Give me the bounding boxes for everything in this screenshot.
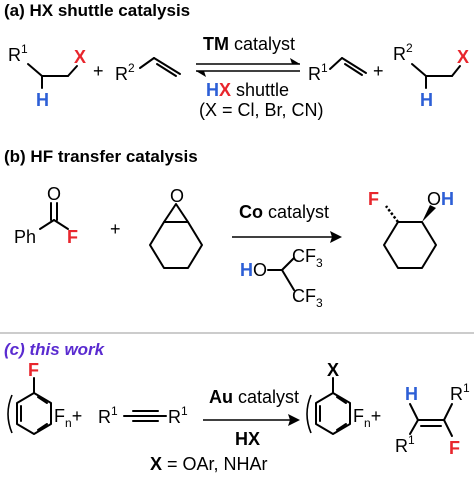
fluorocyclohexanol-product: F OH xyxy=(368,189,454,269)
au-catalyst-label: Au catalyst xyxy=(209,387,299,407)
c-cf3-top-bond xyxy=(281,257,295,271)
alkyne-reactant: R1 R1 xyxy=(98,404,188,427)
alkene-double-bond-2 xyxy=(156,63,177,77)
product-arene-inner-bond-3 xyxy=(336,423,347,431)
alkyl-halide-product: R2 X H xyxy=(393,41,469,110)
arene-inner-bond-3 xyxy=(37,423,48,431)
reverse-arrow-head xyxy=(196,71,206,77)
alkene-double-bond-1 xyxy=(153,57,181,75)
alkene-cr1-right-bond xyxy=(443,403,453,421)
epoxide-o-label: O xyxy=(170,186,184,206)
acyl-f-label: F xyxy=(67,227,78,247)
nucleophile-conditions-label: X = OAr, NHAr xyxy=(150,454,268,474)
forward-arrow-head xyxy=(290,58,300,64)
ph-c-bond xyxy=(39,219,55,230)
substituent-bracket xyxy=(7,394,13,434)
arene-inner-bond-2 xyxy=(37,396,48,404)
alkyl-halide-skeleton xyxy=(27,63,69,77)
arene-product: X Fn+ xyxy=(306,360,381,435)
au-reaction-arrow-head xyxy=(288,414,300,426)
product-arene-inner-bond-2 xyxy=(336,396,347,404)
product-x-label: X xyxy=(457,47,469,67)
cyclohexene-oxide: O xyxy=(149,186,203,269)
panel-c-heading: (c) this work xyxy=(4,340,106,359)
product-halide-cx-bond xyxy=(451,65,461,77)
product-halide-skeleton xyxy=(411,63,453,77)
product-fn-label: Fn+ xyxy=(353,406,381,430)
cf3-top-label: CF3 xyxy=(292,246,323,270)
reaction-arrow-head xyxy=(330,231,342,243)
panel-b: (b) HF transfer catalysis Ph O F + O Co … xyxy=(4,147,454,310)
product-x-label: X xyxy=(327,360,339,380)
alkene-r1-bottom-label: R1 xyxy=(395,433,415,456)
co-catalyst-label: Co catalyst xyxy=(239,202,329,222)
alkene-r1-top-label: R1 xyxy=(450,381,470,404)
product-r2-label: R2 xyxy=(393,41,413,64)
product-h-label: H xyxy=(420,90,433,110)
alkene-ch-bond xyxy=(409,403,419,421)
alkene-cr1-left-bond xyxy=(409,419,419,435)
alkene-f-label: F xyxy=(449,438,460,458)
alkene-single-bond xyxy=(139,57,155,69)
panel-a-heading: (a) HX shuttle catalysis xyxy=(4,1,190,20)
alkyl-halide-reactant: R1 X H xyxy=(8,42,86,110)
equilibrium-arrow xyxy=(196,58,300,77)
product-r1-label: R1 xyxy=(308,61,328,84)
plus-sign: + xyxy=(93,61,104,81)
polyfluoroarene-reactant: F Fn+ xyxy=(7,360,82,435)
panel-b-heading: (b) HF transfer catalysis xyxy=(4,147,198,166)
cf3-bottom-label: CF3 xyxy=(292,286,323,310)
product-substituent-bracket xyxy=(306,394,312,434)
c-oh-wedge-bond xyxy=(422,205,436,222)
ho-label: HO xyxy=(240,260,267,280)
tm-catalyst-label: TM catalyst xyxy=(203,34,295,54)
alkyl-halide-cx-bond xyxy=(67,65,78,77)
plus-sign: + xyxy=(373,61,384,81)
product-ring xyxy=(383,221,437,269)
product-alkene-single-bond xyxy=(329,57,343,70)
alkyne-r1-right-label: R1 xyxy=(168,404,188,427)
arene-ring xyxy=(16,392,52,435)
cyclohexane-ring xyxy=(149,221,203,269)
product-arene-ring xyxy=(315,392,351,435)
r2-label: R2 xyxy=(115,61,135,84)
product-alkene-double-bond-2 xyxy=(344,63,363,76)
r1-label: R1 xyxy=(8,42,28,65)
hx-shuttle-label: HX shuttle xyxy=(206,80,289,100)
c-cf3-bottom-bond xyxy=(281,269,295,291)
carbonyl-o-label: O xyxy=(47,184,61,204)
benzoyl-fluoride: Ph O F xyxy=(14,184,78,247)
x-label: X xyxy=(74,47,86,67)
hx-reagent-label: HX xyxy=(235,429,260,449)
ph-label: Ph xyxy=(14,227,36,247)
x-conditions-label: (X = Cl, Br, CN) xyxy=(199,100,324,120)
fluoroalkene-product: H R1 R1 F xyxy=(395,381,470,458)
alkyne-r1-left-label: R1 xyxy=(98,404,118,427)
alkene-cf-bond xyxy=(443,419,453,437)
panel-c: (c) this work F Fn+ R1 R1 Au catalyst HX xyxy=(4,340,470,474)
plus-sign: + xyxy=(110,219,121,239)
fn-label: Fn+ xyxy=(54,406,82,430)
arene-f-label: F xyxy=(28,360,39,380)
panel-a: (a) HX shuttle catalysis R1 X H + R2 TM … xyxy=(4,1,469,120)
product-oh-label: OH xyxy=(427,189,454,209)
epoxide-bonds xyxy=(163,203,189,223)
hfip-reagent: HO CF3 CF3 xyxy=(240,246,323,310)
alkene-reactant: R2 xyxy=(115,57,181,84)
c-f-bond xyxy=(53,219,69,230)
product-f-label: F xyxy=(368,189,379,209)
alkene-product: R1 xyxy=(308,57,367,84)
c-f-hashed-bond xyxy=(385,205,399,223)
alkene-h-label: H xyxy=(405,384,418,404)
h-label: H xyxy=(36,90,49,110)
product-alkene-double-bond-1 xyxy=(341,57,367,74)
